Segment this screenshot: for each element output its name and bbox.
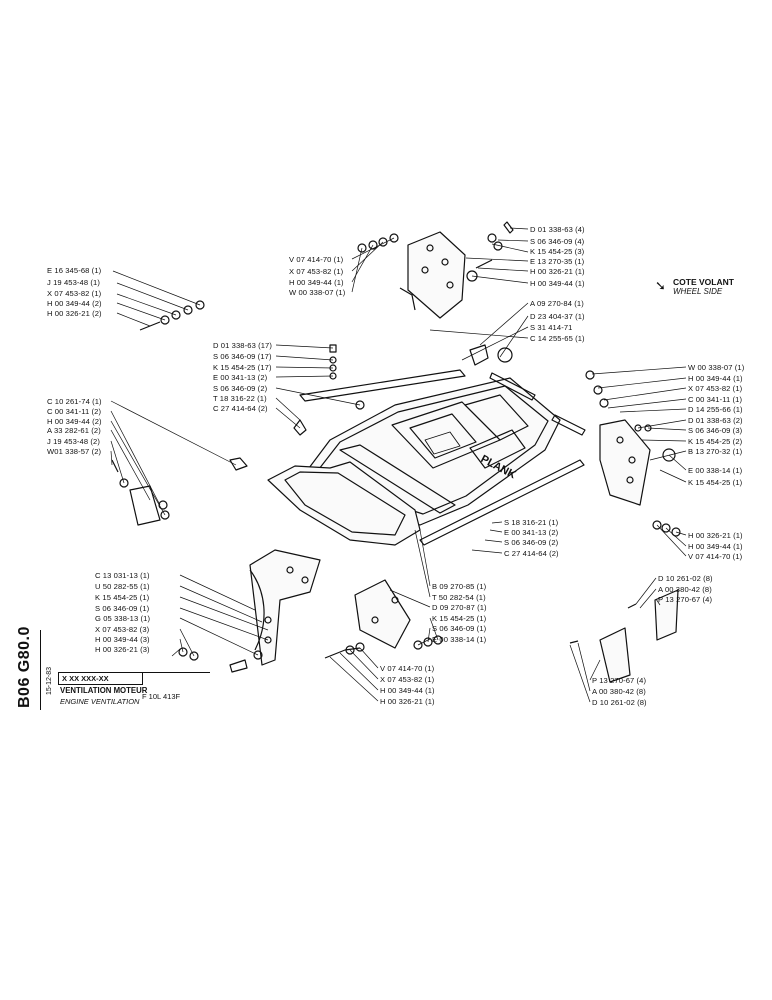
- part-label: T 50 282-54 (1): [432, 593, 486, 602]
- part-label: H 00 349-44 (2): [47, 417, 102, 426]
- part-label: C 13 031-13 (1): [95, 571, 150, 580]
- engine-model: F 10L 413F: [142, 692, 181, 701]
- part-label: C 10 261-74 (1): [47, 397, 102, 406]
- title-en: ENGINE VENTILATION: [60, 697, 140, 706]
- part-label: D 01 338-63 (17): [213, 341, 273, 350]
- part-label: D 23 404-37 (1): [530, 312, 585, 321]
- top-bracket: [399, 231, 466, 319]
- part-label: X 07 453-82 (1): [380, 675, 435, 684]
- part-label: H 00 349-44 (1): [688, 374, 743, 383]
- part-label: K 15 454-25 (2): [688, 437, 743, 446]
- part-label: G 05 338-13 (1): [95, 614, 151, 623]
- wheel-side-label-en: WHEEL SIDE: [673, 287, 723, 296]
- part-label: E 16 345-68 (1): [47, 266, 102, 275]
- part-code-box: X XX XXX-XX: [58, 672, 143, 685]
- part-label: S 06 346-09 (2): [213, 384, 268, 393]
- part-label: H 00 326-21 (1): [688, 531, 743, 540]
- part-label: B 09 270-85 (1): [432, 582, 487, 591]
- part-label: D 01 338-63 (2): [688, 416, 743, 425]
- part-label: D 10 261-02 (8): [592, 698, 647, 707]
- part-label: E 00 338-14 (1): [688, 466, 743, 475]
- lower-center-cover: [324, 579, 443, 659]
- part-label: P 13 270-67 (4): [658, 595, 713, 604]
- part-label: C 27 414-64 (2): [504, 549, 559, 558]
- part-label: H 00 349-44 (1): [289, 278, 344, 287]
- part-label: X 07 453-82 (3): [95, 625, 150, 634]
- part-label: H 00 349-44 (1): [380, 686, 435, 695]
- top-rail: [299, 369, 466, 402]
- top-fasteners: [357, 221, 514, 366]
- part-label: H 00 326-21 (1): [380, 697, 435, 706]
- part-label: E 00 341-13 (2): [213, 373, 268, 382]
- part-label: D 10 261-02 (8): [658, 574, 713, 583]
- part-label: H 00 326-21 (3): [95, 645, 150, 654]
- part-label: H 00 349-44 (3): [95, 635, 150, 644]
- part-label: E 00 341-13 (2): [504, 528, 559, 537]
- part-label: K 15 454-25 (1): [95, 593, 150, 602]
- right-bracket: [585, 370, 681, 537]
- part-label: W 00 338-07 (1): [289, 288, 346, 297]
- side-panel: [267, 444, 456, 546]
- part-label: U 50 282-55 (1): [95, 582, 150, 591]
- part-label: K 15 454-25 (1): [688, 478, 743, 487]
- part-label: J 19 453-48 (2): [47, 437, 100, 446]
- part-label: S 06 346-09 (3): [688, 426, 743, 435]
- part-label: W01 338-57 (2): [47, 447, 102, 456]
- part-label: S 06 346-09 (1): [432, 624, 487, 633]
- part-label: S 18 316-21 (1): [504, 518, 559, 527]
- part-label: S 06 346-09 (2): [504, 538, 559, 547]
- part-label: B 13 270-32 (1): [688, 447, 743, 456]
- part-label: E 00 338-14 (1): [432, 635, 487, 644]
- part-label: H 00 326-21 (1): [530, 267, 585, 276]
- part-label: H 00 349-44 (1): [688, 542, 743, 551]
- part-label: C 14 255-65 (1): [530, 334, 585, 343]
- lower-left-bracket: [178, 549, 321, 673]
- clip-parts: [569, 589, 679, 683]
- part-label: X 07 453-82 (1): [688, 384, 743, 393]
- part-label: D 09 270-87 (1): [432, 603, 487, 612]
- part-label: K 15 454-25 (17): [213, 363, 272, 372]
- wheel-side-label-fr: COTE VOLANT: [673, 277, 734, 287]
- part-label: A 33 282-61 (2): [47, 426, 101, 435]
- part-label: S 31 414-71: [530, 323, 573, 332]
- part-label: C 00 341-11 (2): [47, 407, 102, 416]
- part-label: D 14 255-66 (1): [688, 405, 743, 414]
- part-label: D 01 338-63 (4): [530, 225, 585, 234]
- part-label: H 00 349-44 (1): [530, 279, 585, 288]
- doc-date: 15-12-83: [46, 666, 53, 695]
- part-label: K 15 454-25 (1): [432, 614, 487, 623]
- part-label: C 00 341-11 (1): [688, 395, 743, 404]
- part-label: J 19 453-48 (1): [47, 278, 100, 287]
- part-label: H 00 326-21 (2): [47, 309, 102, 318]
- part-label: T 18 316-22 (1): [213, 394, 267, 403]
- part-label: V 07 414-70 (1): [688, 552, 743, 561]
- part-label: W 00 338-07 (1): [688, 363, 745, 372]
- part-label: X 07 453-82 (1): [289, 267, 344, 276]
- part-label: K 15 454-25 (3): [530, 247, 585, 256]
- part-label: A 00 380-42 (8): [592, 687, 646, 696]
- part-label: S 06 346-09 (17): [213, 352, 272, 361]
- part-label: V 07 414-70 (1): [380, 664, 435, 673]
- part-label: V 07 414-70 (1): [289, 255, 344, 264]
- part-label: C 27 414-64 (2): [213, 404, 268, 413]
- part-label: X 07 453-82 (1): [47, 289, 102, 298]
- part-label: A 09 270-84 (1): [530, 299, 584, 308]
- part-label: H 00 349-44 (2): [47, 299, 102, 308]
- part-label: E 13 270-35 (1): [530, 257, 585, 266]
- title-divider: [40, 630, 41, 710]
- doc-code: B06 G80.0: [16, 626, 33, 708]
- part-label: S 06 346-09 (4): [530, 237, 585, 246]
- part-label: P 13 270-67 (4): [592, 676, 647, 685]
- title-fr: VENTILATION MOTEUR: [60, 686, 148, 695]
- part-label: S 06 346-09 (1): [95, 604, 150, 613]
- wheel-side-arrow-icon: ➘: [655, 278, 666, 293]
- part-label: A 00 380-42 (8): [658, 585, 712, 594]
